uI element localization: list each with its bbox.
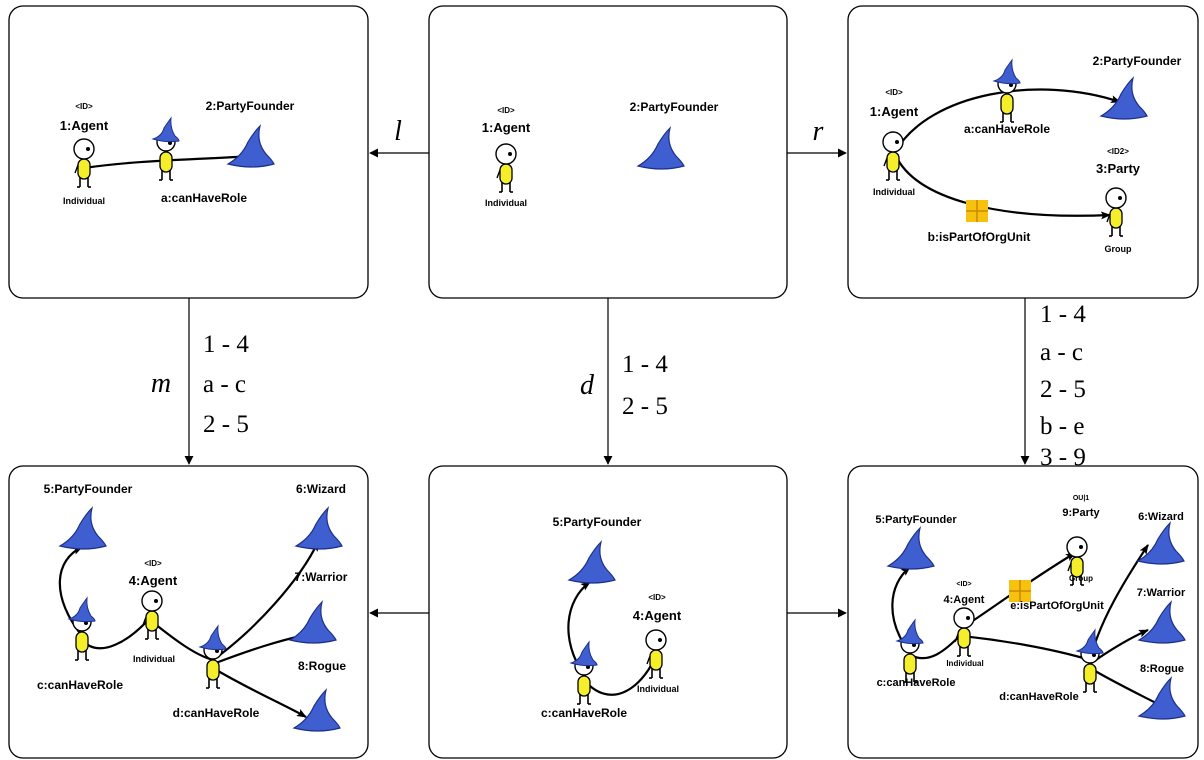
graph-box-d: [428, 465, 788, 759]
graph-l: <ID> 1:Agent Individual a:canHaveRole 2:…: [60, 99, 295, 206]
role-label: 6:Wizard: [1138, 511, 1184, 523]
mapping-r-item: 2 - 5: [1040, 376, 1086, 403]
edge-label: c:canHaveRole: [37, 678, 123, 692]
agent-tag: <ID>: [648, 593, 666, 602]
unit-label: 3:Party: [1096, 161, 1141, 176]
mapping-m-item: 2 - 5: [203, 411, 249, 438]
graph-box-h: [847, 465, 1199, 759]
unit-label: 9:Party: [1062, 507, 1100, 519]
agent-type-label: Individual: [873, 187, 915, 197]
edge-r-canhaverole: [894, 88, 1121, 153]
agent-label: 4:Agent: [633, 608, 682, 623]
mapping-m-item: a - c: [203, 371, 246, 398]
agent-type-label: Individual: [946, 659, 983, 668]
morphism-label-d: d: [580, 370, 595, 401]
role-label: 2:PartyFounder: [206, 99, 295, 113]
unit-tag: <ID2>: [1107, 147, 1129, 156]
edge-g-d-wizard: [212, 541, 319, 661]
unit-tag: OU|1: [1073, 495, 1089, 502]
agent-type-label: Individual: [637, 684, 679, 694]
graph-box-r: [847, 5, 1199, 299]
agent-type-label: Individual: [133, 654, 175, 664]
agent-tag: <ID>: [75, 102, 93, 111]
agent-tag: <ID>: [497, 106, 515, 115]
mapping-r-item: 1 - 4: [1040, 301, 1086, 328]
edge-label: c:canHaveRole: [541, 706, 627, 720]
mapping-r-item: b - e: [1040, 413, 1084, 440]
agent-tag: <ID>: [144, 559, 162, 568]
org-unit-icon: [1008, 579, 1032, 603]
edge-label: d:canHaveRole: [173, 706, 260, 720]
agent-type-label: Individual: [63, 196, 105, 206]
org-unit-icon: [965, 199, 989, 223]
edge-label: a:canHaveRole: [161, 191, 247, 205]
mapping-d-item: 1 - 4: [622, 351, 668, 378]
graph-box-l: [8, 5, 369, 299]
graph-r: <ID> 1:Agent Individual a:canHaveRole 2:…: [870, 54, 1182, 254]
role-label: 2:PartyFounder: [630, 100, 719, 114]
role-label: 2:PartyFounder: [1093, 54, 1182, 68]
edge-d-c-agent: [583, 657, 656, 696]
graph-box-k: [428, 5, 788, 299]
mapping-r-item: a - c: [1040, 339, 1083, 366]
edge-h-d-agent: [961, 634, 1091, 662]
edge-label: d:canHaveRole: [999, 691, 1078, 703]
mapping-d-item: 2 - 5: [622, 393, 668, 420]
role-label: 8:Rogue: [298, 659, 346, 673]
graph-d: 5:PartyFounder <ID> 4:Agent Individual c…: [541, 515, 682, 720]
graph-k: <ID> 1:Agent Individual 2:PartyFounder: [482, 100, 719, 208]
edge-label: c:canHaveRole: [877, 677, 956, 689]
role-label: 8:Rogue: [1140, 663, 1184, 675]
morphism-label-m: m: [151, 368, 171, 399]
role-label: 6:Wizard: [296, 482, 346, 496]
morphism-label-r: r: [813, 116, 824, 147]
edge-label: b:isPartOfOrgUnit: [928, 230, 1031, 244]
agent-label: 4:Agent: [129, 573, 178, 588]
agent-label: 4:Agent: [944, 594, 985, 606]
role-label: 5:PartyFounder: [875, 514, 957, 526]
agent-label: 1:Agent: [60, 118, 109, 133]
unit-type-label: Group: [1105, 244, 1132, 254]
edge-label: a:canHaveRole: [964, 122, 1050, 136]
role-label: 5:PartyFounder: [44, 482, 133, 496]
unit-type-label: Group: [1069, 574, 1093, 583]
agent-tag: <ID>: [885, 88, 903, 97]
mapping-m-item: 1 - 4: [203, 331, 249, 358]
agent-type-label: Individual: [485, 198, 527, 208]
role-label: 7:Warrior: [1137, 587, 1186, 599]
edge-g-d-rogue: [212, 667, 307, 718]
graph-h: 5:PartyFounder OU|1 9:Party Group 6:Wiza…: [875, 495, 1186, 720]
role-label: 7:Warrior: [295, 570, 348, 584]
agent-label: 1:Agent: [870, 104, 919, 119]
morphism-label-l: l: [394, 116, 402, 147]
graph-g: 5:PartyFounder <ID> 4:Agent Individual c…: [37, 482, 348, 732]
role-label: 5:PartyFounder: [553, 515, 642, 529]
edge-label: e:isPartOfOrgUnit: [1010, 600, 1104, 612]
agent-label: 1:Agent: [482, 120, 531, 135]
mapping-r-item: 3 - 9: [1040, 444, 1086, 471]
agent-tag: <ID>: [956, 581, 971, 588]
